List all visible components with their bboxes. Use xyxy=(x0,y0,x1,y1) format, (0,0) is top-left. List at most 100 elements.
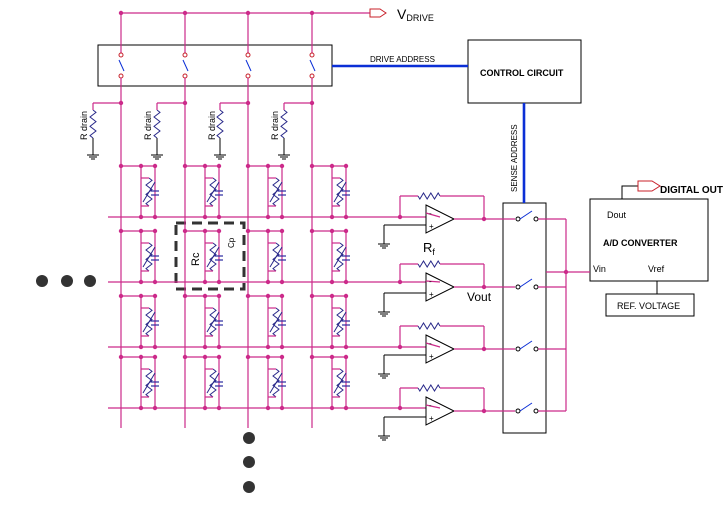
column-ellipsis-dot-3 xyxy=(243,481,255,493)
cell-2-3-node xyxy=(182,293,188,299)
cp-label: Cp xyxy=(227,237,236,248)
drive-switch-blade-2 xyxy=(182,59,189,72)
vref-label: Vref xyxy=(648,264,665,274)
amp-3-sw-blade xyxy=(519,340,533,350)
cell-4-4-node-d xyxy=(343,405,349,411)
drive-switch-dot-bottom-4 xyxy=(309,73,315,79)
drive-switch-dot-bottom-3 xyxy=(245,73,251,79)
cell-1-3-rc-arrow xyxy=(142,311,156,333)
cell-1-1-node-c xyxy=(138,214,144,220)
amp-1-triangle xyxy=(425,204,456,234)
cell-3-1-rc-arrow xyxy=(269,181,283,203)
cell-1-2-node-d xyxy=(152,279,158,285)
amp-3-in-minus xyxy=(425,342,441,348)
cell-4-1-rc-arrow xyxy=(333,181,347,203)
cell-3-1-node-b xyxy=(279,163,285,169)
cell-1-2-rc-arrow xyxy=(142,246,156,268)
cell-1-4-rc-arrow xyxy=(142,372,156,394)
cell-3-2-node-d xyxy=(279,279,285,285)
cell-1-2-node-a xyxy=(138,228,144,234)
cell-2-2-node-a xyxy=(202,228,208,234)
cell-1-1-node xyxy=(118,163,124,169)
vdrive-node-4 xyxy=(309,10,315,16)
vdrive-arrow xyxy=(369,8,387,18)
amp-1-in-minus xyxy=(425,212,441,218)
cell-3-2-node-b xyxy=(279,228,285,234)
cell-4-1-node-b xyxy=(343,163,349,169)
cell-2-1-node-d xyxy=(216,214,222,220)
cell-3-3-node-c xyxy=(265,344,271,350)
cell-2-3-rc-arrow xyxy=(206,311,220,333)
cell-1-3-node-a xyxy=(138,293,144,299)
vout-label: Vout xyxy=(467,290,492,304)
digital-out-wire xyxy=(621,185,638,199)
amp-1-fb-node-l xyxy=(397,214,403,220)
cell-3-4-node-d xyxy=(279,405,285,411)
cell-1-1-node-d xyxy=(152,214,158,220)
r-drain-node-3 xyxy=(245,100,251,106)
amp-1-sw-dot-l xyxy=(515,216,521,222)
row-ellipsis-dot-2 xyxy=(61,275,73,287)
amp-1-minus: - xyxy=(429,209,432,218)
r-drain-resistor-1 xyxy=(89,109,97,139)
digital-out-label: DIGITAL OUT xyxy=(660,185,723,196)
amp-2-triangle xyxy=(425,272,456,302)
dout-label: Dout xyxy=(607,210,627,220)
drive-address-label: DRIVE ADDRESS xyxy=(370,55,435,64)
cell-2-3-node-b xyxy=(216,293,222,299)
cell-2-1-node xyxy=(182,163,188,169)
drive-switch-blade-1 xyxy=(118,59,125,72)
cell-1-3-node-c xyxy=(138,344,144,350)
amp-4-rf xyxy=(417,384,441,392)
row-ellipsis-dot-1 xyxy=(36,275,48,287)
sense-address-label: SENSE ADDRESS xyxy=(510,124,519,192)
cell-4-3-node-a xyxy=(329,293,335,299)
amp-4-minus: - xyxy=(429,401,432,410)
cell-1-2-node-b xyxy=(152,228,158,234)
cell-4-3-node-b xyxy=(343,293,349,299)
cell-4-2-node-c xyxy=(329,279,335,285)
cell-2-2-node-d xyxy=(216,279,222,285)
cell-2-1-rc-arrow xyxy=(206,181,220,203)
vdrive-node-3 xyxy=(245,10,251,16)
sense-switch-box xyxy=(502,202,547,434)
cell-1-3-node xyxy=(118,293,124,299)
r-drain-label-4: R drain xyxy=(270,111,280,140)
cell-4-2-node xyxy=(309,228,315,234)
sense-output-node xyxy=(563,269,569,275)
r-drain-label-3: R drain xyxy=(207,111,217,140)
cell-3-4-node-b xyxy=(279,354,285,360)
amp-4-sw-dot-r xyxy=(533,408,539,414)
cell-3-3-node-d xyxy=(279,344,285,350)
cell-3-2-node-a xyxy=(265,228,271,234)
column-ellipsis-dot-1 xyxy=(243,432,255,444)
cell-2-2-node xyxy=(182,228,188,234)
cell-4-2-rc-arrow xyxy=(333,246,347,268)
cell-2-1-node-c xyxy=(202,214,208,220)
ref-voltage-box xyxy=(605,293,695,317)
cell-4-4-rc-arrow xyxy=(333,372,347,394)
drive-switch-dot-top-4 xyxy=(309,52,315,58)
amp-1-rf xyxy=(417,192,441,200)
cell-2-3-node-d xyxy=(216,344,222,350)
drive-switch-dot-top-3 xyxy=(245,52,251,58)
cell-1-2-node-c xyxy=(138,279,144,285)
column-ellipsis-dot-2 xyxy=(243,456,255,468)
cell-2-4-node-b xyxy=(216,354,222,360)
amp-2-rf xyxy=(417,260,441,268)
amp-2-sw-dot-r xyxy=(533,284,539,290)
r-drain-node-1 xyxy=(118,100,124,106)
amp-3-sw-dot-r xyxy=(533,346,539,352)
r-drain-resistor-4 xyxy=(280,109,288,139)
cell-2-4-rc-arrow xyxy=(206,372,220,394)
digital-out-arrow xyxy=(637,180,661,192)
amp-3-sw-dot-l xyxy=(515,346,521,352)
vdrive-node-1 xyxy=(118,10,124,16)
amp-2-minus: - xyxy=(429,277,432,286)
amp-3-fb-node-l xyxy=(397,344,403,350)
drive-switch-blade-4 xyxy=(309,59,316,72)
cell-3-3-rc-arrow xyxy=(269,311,283,333)
r-drain-resistor-2 xyxy=(153,109,161,139)
amp-2-in-minus xyxy=(425,280,441,283)
